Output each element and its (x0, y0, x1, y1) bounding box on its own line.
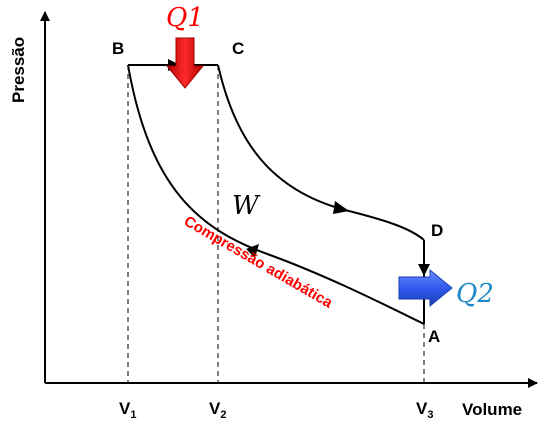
q2-label: Q2 (456, 279, 494, 309)
tick-v1: V1 (119, 399, 136, 421)
point-a-label: A (428, 327, 440, 346)
arrow-cd (333, 201, 349, 214)
tick-v3: V3 (416, 399, 433, 421)
work-label: W (232, 191, 261, 221)
adiabatic-expansion-cd (217, 64, 425, 241)
heat-out-arrow (398, 268, 453, 308)
point-c-label: C (232, 39, 244, 58)
y-axis-title: Pressão (9, 37, 28, 103)
point-b-label: B (112, 39, 124, 58)
tick-v2: V2 (209, 399, 226, 421)
adiabatic-compression-ab (127, 64, 425, 325)
arrow-ab (246, 244, 259, 258)
heat-in-arrow (165, 37, 205, 89)
curve-label: Compressão adiabática (181, 213, 336, 312)
q1-label: Q1 (166, 3, 204, 33)
x-axis-title: Volume (462, 400, 522, 419)
arrow-da (418, 264, 430, 276)
point-d-label: D (431, 221, 443, 240)
